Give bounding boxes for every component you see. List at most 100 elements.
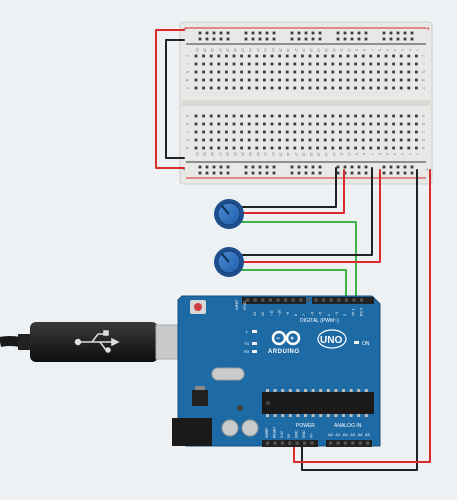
breadboard-hole[interactable] xyxy=(339,146,342,150)
breadboard-hole[interactable] xyxy=(293,122,297,126)
breadboard-hole[interactable] xyxy=(270,54,274,58)
breadboard-hole[interactable] xyxy=(209,114,213,118)
rail-hole[interactable] xyxy=(350,171,354,175)
rail-hole[interactable] xyxy=(364,165,368,169)
breadboard-hole[interactable] xyxy=(377,86,380,90)
breadboard-hole[interactable] xyxy=(369,130,373,134)
breadboard-hole[interactable] xyxy=(399,138,403,142)
rail-hole[interactable] xyxy=(350,37,354,41)
rail-hole[interactable] xyxy=(290,171,294,175)
breadboard-hole[interactable] xyxy=(407,54,411,58)
breadboard-hole[interactable] xyxy=(247,86,251,90)
breadboard-hole[interactable] xyxy=(316,62,319,66)
breadboard-hole[interactable] xyxy=(323,138,327,142)
breadboard-hole[interactable] xyxy=(240,146,243,150)
breadboard-hole[interactable] xyxy=(209,130,213,134)
breadboard-hole[interactable] xyxy=(293,62,297,66)
breadboard-hole[interactable] xyxy=(301,114,304,118)
digital-pin-hole[interactable] xyxy=(268,298,272,302)
breadboard-hole[interactable] xyxy=(369,138,373,142)
rail-hole[interactable] xyxy=(226,171,230,175)
breadboard-hole[interactable] xyxy=(202,130,205,134)
breadboard-hole[interactable] xyxy=(346,130,350,134)
rail-hole[interactable] xyxy=(357,31,361,35)
rail-hole[interactable] xyxy=(304,171,308,175)
breadboard-hole[interactable] xyxy=(240,62,243,66)
breadboard-hole[interactable] xyxy=(202,114,205,118)
rail-hole[interactable] xyxy=(318,171,322,175)
rail-hole[interactable] xyxy=(343,165,347,169)
rail-hole[interactable] xyxy=(226,165,230,169)
breadboard-hole[interactable] xyxy=(293,114,297,118)
wire-pot2-black[interactable] xyxy=(231,167,373,256)
breadboard-hole[interactable] xyxy=(399,62,403,66)
breadboard-hole[interactable] xyxy=(209,146,213,150)
rail-hole[interactable] xyxy=(304,165,308,169)
rail-hole[interactable] xyxy=(272,165,276,169)
breadboard-hole[interactable] xyxy=(301,62,304,66)
breadboard-hole[interactable] xyxy=(346,122,350,126)
usb-cable[interactable] xyxy=(0,322,209,362)
breadboard-hole[interactable] xyxy=(323,70,327,74)
breadboard-hole[interactable] xyxy=(278,138,281,142)
breadboard-hole[interactable] xyxy=(361,78,365,82)
breadboard-hole[interactable] xyxy=(339,62,342,66)
rail-hole[interactable] xyxy=(258,31,262,35)
wire-pot1-green[interactable] xyxy=(231,221,357,301)
breadboard-hole[interactable] xyxy=(339,86,342,90)
breadboard-hole[interactable] xyxy=(255,130,259,134)
rail-hole[interactable] xyxy=(318,31,322,35)
breadboard-hole[interactable] xyxy=(339,130,342,134)
breadboard-hole[interactable] xyxy=(407,70,411,74)
breadboard-hole[interactable] xyxy=(308,114,312,118)
breadboard-hole[interactable] xyxy=(194,146,198,150)
breadboard-hole[interactable] xyxy=(323,146,327,150)
wire-pot1-red[interactable] xyxy=(243,169,345,214)
rail-hole[interactable] xyxy=(343,31,347,35)
breadboard-hole[interactable] xyxy=(232,62,236,66)
breadboard-hole[interactable] xyxy=(285,114,289,118)
rail-hole[interactable] xyxy=(290,37,294,41)
breadboard-hole[interactable] xyxy=(225,130,228,134)
rail-hole[interactable] xyxy=(403,31,407,35)
rail-hole[interactable] xyxy=(410,171,414,175)
digital-pin-hole[interactable] xyxy=(337,298,341,302)
rail-hole[interactable] xyxy=(212,165,216,169)
breadboard-hole[interactable] xyxy=(392,86,395,90)
digital-pin-hole[interactable] xyxy=(329,298,333,302)
breadboard-hole[interactable] xyxy=(377,146,380,150)
breadboard-hole[interactable] xyxy=(232,86,236,90)
breadboard-hole[interactable] xyxy=(263,62,266,66)
breadboard-hole[interactable] xyxy=(209,86,213,90)
digital-pin-hole[interactable] xyxy=(291,298,295,302)
breadboard-hole[interactable] xyxy=(316,130,319,134)
breadboard-hole[interactable] xyxy=(308,62,312,66)
breadboard-hole[interactable] xyxy=(240,86,243,90)
breadboard-hole[interactable] xyxy=(217,114,221,118)
breadboard-hole[interactable] xyxy=(339,54,342,58)
rail-hole[interactable] xyxy=(364,171,368,175)
breadboard-hole[interactable] xyxy=(308,54,312,58)
breadboard-hole[interactable] xyxy=(232,122,236,126)
breadboard-hole[interactable] xyxy=(369,122,373,126)
analog-pin-hole[interactable] xyxy=(351,441,355,445)
breadboard-hole[interactable] xyxy=(293,54,297,58)
breadboard-hole[interactable] xyxy=(377,122,380,126)
digital-pin-hole[interactable] xyxy=(360,298,364,302)
breadboard-hole[interactable] xyxy=(232,138,236,142)
breadboard-hole[interactable] xyxy=(278,146,281,150)
breadboard-hole[interactable] xyxy=(232,146,236,150)
wires[interactable] xyxy=(155,29,431,471)
power-pin-hole[interactable] xyxy=(295,441,299,445)
rail-hole[interactable] xyxy=(396,31,400,35)
breadboard-hole[interactable] xyxy=(202,54,205,58)
rail-hole[interactable] xyxy=(364,31,368,35)
breadboard-hole[interactable] xyxy=(293,130,297,134)
power-pin-hole[interactable] xyxy=(288,441,292,445)
breadboard-hole[interactable] xyxy=(263,54,266,58)
breadboard-hole[interactable] xyxy=(399,146,403,150)
breadboard-hole[interactable] xyxy=(202,62,205,66)
breadboard-hole[interactable] xyxy=(247,78,251,82)
breadboard-hole[interactable] xyxy=(225,86,228,90)
